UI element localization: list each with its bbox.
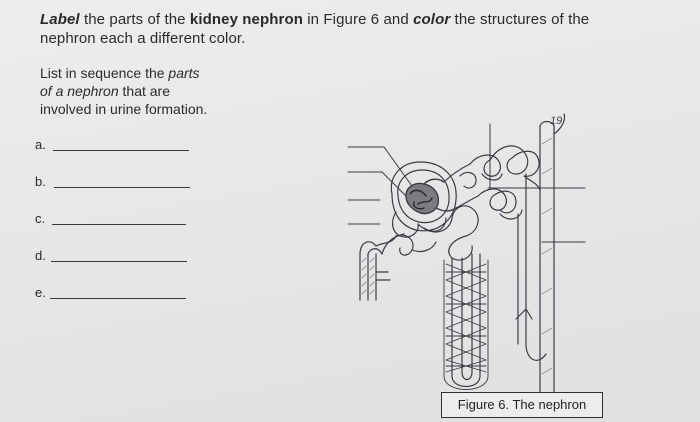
glomerulus (405, 178, 457, 215)
nephron-diagram: 19 (347, 113, 586, 394)
answer-line[interactable] (52, 224, 186, 225)
collecting-duct (523, 113, 566, 394)
distal-convoluted-tubule (459, 145, 540, 220)
answer-line[interactable] (51, 261, 187, 262)
arterioles (443, 163, 479, 209)
sequence-question: List in sequence the parts of a nephron … (40, 64, 260, 118)
renal-vessels (359, 233, 437, 301)
bowmans-capsule (390, 161, 457, 232)
instruction-text-3: the structures of the (450, 11, 590, 28)
instruction-text-2: in Figure 6 and (302, 11, 414, 28)
answer-blank-c[interactable]: c. (35, 211, 205, 229)
sequence-line-1b: parts (168, 65, 200, 81)
instruction-word-label: Label (40, 11, 80, 28)
answer-blank-a[interactable]: a. (35, 137, 205, 155)
answer-blank-d[interactable]: d. (35, 248, 205, 266)
answer-blank-e[interactable]: e. (35, 285, 205, 303)
answer-line[interactable] (53, 150, 189, 151)
answer-letter: b. (35, 174, 46, 189)
instruction-text-1: the parts of the (79, 11, 190, 28)
instruction-line-2: nephron each a different color. (40, 30, 246, 47)
sequence-line-2b: that are (118, 83, 171, 99)
instruction-word-kidney-nephron: kidney nephron (189, 11, 303, 28)
sequence-line-3: involved in urine formation. (40, 101, 208, 117)
sequence-line-1a: List in sequence the (40, 65, 169, 81)
answer-letter: c. (35, 211, 46, 226)
capillary-network (443, 259, 489, 390)
corner-mark: 19 (550, 115, 562, 127)
label-leader-lines (347, 123, 586, 243)
instructions-text: Label the parts of the kidney nephron in… (40, 10, 640, 48)
vessel-hatching (361, 137, 553, 375)
answer-line[interactable] (54, 187, 190, 188)
answer-line[interactable] (50, 298, 186, 299)
instruction-word-color: color (413, 11, 451, 28)
loop-of-henle (451, 253, 481, 388)
vasa-recta-right (515, 173, 547, 361)
proximal-convoluted-tubule (391, 205, 479, 261)
answer-blank-b[interactable]: b. (35, 174, 205, 192)
answer-letter: d. (35, 248, 46, 263)
answer-letter: a. (35, 137, 46, 152)
answer-letter: e. (35, 285, 46, 300)
sequence-line-2a: of a nephron (40, 83, 119, 99)
figure-caption: Figure 6. The nephron (441, 392, 603, 418)
